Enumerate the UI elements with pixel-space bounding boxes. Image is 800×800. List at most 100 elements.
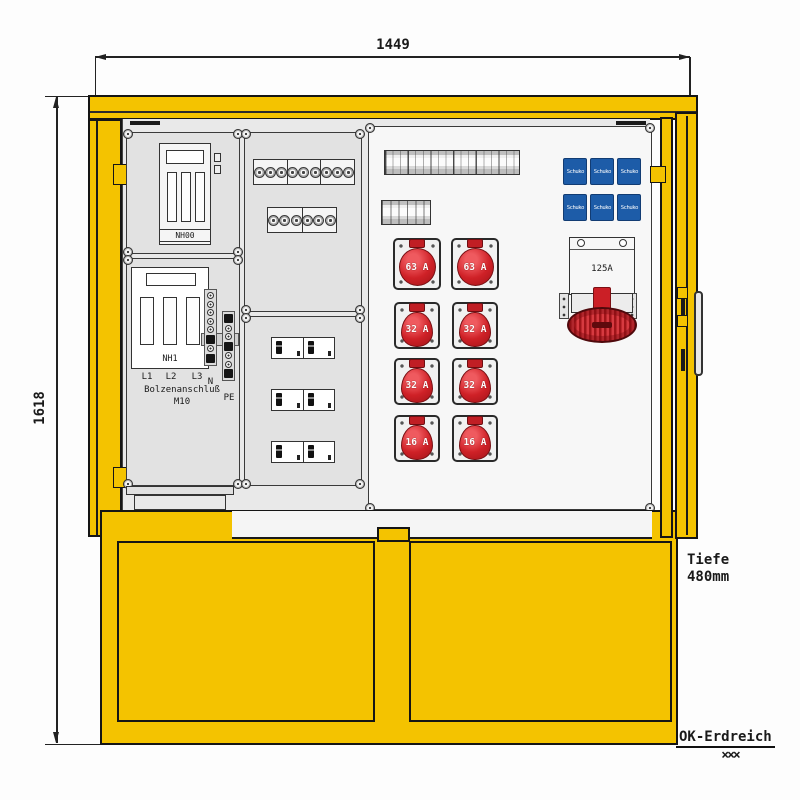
toggle-icon (276, 445, 282, 458)
compartment-nh00: NH00 (123, 129, 243, 257)
right-door-strip (660, 117, 673, 538)
schuko-socket: Schuko (617, 194, 641, 221)
schuko-label: Schuko (593, 204, 611, 211)
nh1-label: NH1 (162, 354, 178, 364)
schuko-label: Schuko (566, 168, 584, 175)
screw-icon (241, 129, 251, 139)
screw-icon (233, 255, 243, 265)
fuse-icon (287, 166, 299, 178)
screw-icon (619, 239, 627, 247)
height-dimension-label: 1618 (32, 391, 48, 425)
terminal-icon (207, 309, 214, 316)
terminal-icon (296, 455, 300, 460)
aux-terminal (214, 153, 221, 162)
fuse-row-lower (267, 207, 337, 233)
socket-body: 32 A (459, 368, 491, 403)
bolt-connection-label: Bolzenanschluß (144, 385, 220, 395)
extension-line (94, 57, 96, 96)
fuse-icon (276, 166, 288, 178)
neutral-terminal-strip (204, 289, 217, 366)
screw-icon (241, 313, 251, 323)
cee-socket-125a-plate: 125A (569, 237, 635, 295)
breaker-module (304, 442, 335, 462)
socket-body: 16 A (401, 425, 433, 460)
roof-edge-line (90, 111, 696, 113)
socket-rating-label: 63 A (463, 261, 487, 273)
nh1-fuse-switch: NH1 (131, 267, 209, 369)
fuse-icon (331, 166, 343, 178)
toggle-icon (276, 393, 282, 406)
terminal-icon (296, 403, 300, 408)
fuse-row-upper (253, 159, 355, 185)
socket-body: 32 A (401, 312, 433, 347)
cee-socket-63a: 63 A (393, 238, 441, 290)
screw-icon (577, 239, 585, 247)
terminal-icon (328, 403, 331, 408)
socket-latch-icon (409, 416, 425, 425)
breaker-module (272, 442, 304, 462)
nh00-label: NH00 (160, 229, 210, 242)
terminal-icon (328, 455, 331, 460)
pe-terminal-strip (222, 311, 235, 381)
fuse-slot (140, 297, 154, 345)
socket-panel: Schuko Schuko Schuko Schuko Schuko Schuk… (365, 123, 655, 513)
neutral-label: N (207, 377, 214, 387)
socket-body: 32 A (401, 368, 433, 403)
socket-rating-label: 32 A (405, 324, 429, 335)
phase-l2-label: L2 (165, 372, 177, 382)
gland-body (134, 495, 226, 510)
socket-rating-label: 63 A (405, 261, 429, 273)
schuko-socket-group: Schuko Schuko Schuko Schuko Schuko Schuk… (563, 158, 641, 221)
terminal-icon (224, 314, 233, 323)
breaker-module (304, 338, 335, 358)
compartment-modules (241, 313, 365, 489)
socket-latch-icon (467, 239, 483, 248)
fuse-slot (163, 297, 177, 345)
toggle-icon (307, 445, 314, 458)
fuse-slot (186, 297, 200, 345)
cee-socket-63a: 63 A (451, 238, 499, 290)
terminal-icon (224, 369, 233, 378)
socket-latch-icon (467, 416, 483, 425)
breaker-module-pair (271, 337, 335, 359)
fuse-icon (268, 214, 280, 226)
terminal-icon (225, 333, 232, 340)
fuse-icon (309, 166, 321, 178)
socket-latch-icon (467, 303, 483, 312)
fuse-slot (167, 172, 177, 222)
mcb-row-3pole (384, 150, 520, 175)
fuse-icon (302, 214, 314, 226)
fuse-icon (320, 166, 332, 178)
cee-socket-32a: 32 A (452, 358, 498, 405)
fuse-icon (298, 166, 310, 178)
depth-value: 480mm (687, 568, 730, 585)
lock-block (677, 315, 688, 327)
terminal-icon (328, 351, 331, 356)
schuko-socket: Schuko (617, 158, 641, 185)
socket-rating-label: 16 A (405, 437, 429, 448)
socket-rating-label: 16 A (463, 437, 487, 448)
arrow-up-icon (53, 97, 59, 108)
socket-body: 63 A (398, 248, 436, 286)
screw-icon (123, 255, 133, 265)
aux-terminal (214, 165, 221, 174)
terminal-icon (224, 341, 233, 351)
phase-l3-label: L3 (191, 372, 203, 382)
base-door-right (409, 541, 672, 722)
schuko-socket: Schuko (590, 194, 614, 221)
terminal-icon (207, 300, 214, 308)
screw-icon (645, 123, 655, 133)
toggle-icon (307, 393, 314, 406)
schuko-label: Schuko (620, 204, 638, 211)
ground-hatch-icon: ××× (721, 748, 740, 763)
breaker-module (272, 390, 304, 410)
lock-block (677, 287, 688, 299)
extension-line (689, 57, 691, 96)
arrow-down-icon (53, 732, 59, 743)
socket-rating-label: 32 A (463, 380, 487, 391)
terminal-icon (225, 324, 232, 332)
width-dimension-label: 1449 (376, 37, 410, 53)
socket-latch-icon (409, 359, 425, 368)
base-center-tab (377, 527, 410, 542)
